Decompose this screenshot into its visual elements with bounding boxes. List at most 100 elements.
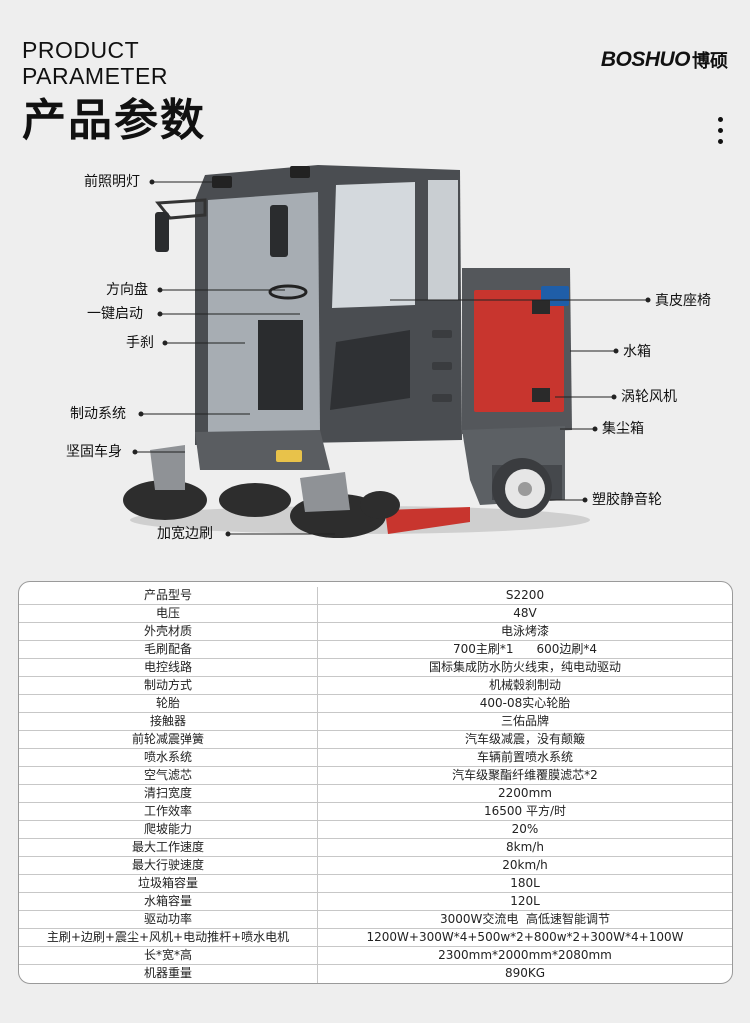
spec-name: 电控线路 <box>19 659 318 676</box>
callout-steering-wheel: 方向盘 <box>106 282 148 298</box>
spec-value: 国标集成防水防火线束，纯电动驱动 <box>428 660 621 674</box>
callout-wide-side-brush: 加宽边刷 <box>157 526 213 542</box>
table-row: 清扫宽度 2200mm <box>19 785 732 803</box>
spec-name: 驱动功率 <box>19 911 318 928</box>
spec-value: 三佑品牌 <box>500 714 549 728</box>
brand-logo-latin: BOSHUO <box>600 48 691 71</box>
table-row: 轮胎 400-08实心轮胎 <box>19 695 732 713</box>
page-title: 产品参数 <box>22 95 206 146</box>
spec-name: 最大行驶速度 <box>19 857 318 874</box>
table-row: 工作效率 16500 平方/时 <box>19 803 732 821</box>
spec-name: 长*宽*高 <box>19 947 318 964</box>
table-row: 最大工作速度 8km/h <box>19 839 732 857</box>
spec-value: 20km/h <box>502 858 548 872</box>
spec-value: 汽车级聚酯纤维覆膜滤芯*2 <box>452 768 598 782</box>
callout-plastic-silent-wheel: 塑胶静音轮 <box>592 492 662 508</box>
spec-name: 垃圾箱容量 <box>19 875 318 892</box>
table-row: 接触器 三佑品牌 <box>19 713 732 731</box>
steering-wheel <box>268 284 308 300</box>
title-english-line2: PARAMETER <box>22 63 168 89</box>
spec-value: 48V <box>513 606 537 620</box>
brand-logo: BOSHUO 博硕 <box>601 47 728 73</box>
spec-name: 爬坡能力 <box>19 821 318 838</box>
spec-value: 120L <box>510 894 540 908</box>
spec-name: 主刷+边刷+震尘+风机+电动推杆+喷水电机 <box>19 929 318 946</box>
spec-value: 机械毂刹制动 <box>488 678 561 692</box>
side-window <box>428 180 458 300</box>
spec-name: 前轮减震弹簧 <box>19 731 318 748</box>
callout-water-tank: 水箱 <box>623 344 651 360</box>
spec-value: 1200W+300W*4+500w*2+800w*2+300W*4+100W <box>366 930 684 944</box>
spec-value: 2300mm*2000mm*2080mm <box>438 948 612 962</box>
spec-value: S2200 <box>505 588 545 602</box>
spec-name: 电压 <box>19 605 318 622</box>
title-english-line1: PRODUCT <box>22 37 140 63</box>
spec-value: 16500 平方/时 <box>483 804 567 818</box>
table-row: 电控线路 国标集成防水防火线束，纯电动驱动 <box>19 659 732 677</box>
table-row: 前轮减震弹簧 汽车级减震，没有颠簸 <box>19 731 732 749</box>
sweeper-illustration <box>123 165 651 538</box>
spec-name: 外壳材质 <box>19 623 318 640</box>
table-row: 水箱容量 120L <box>19 893 732 911</box>
spec-name: 最大工作速度 <box>19 839 318 856</box>
table-row: 外壳材质 电泳烤漆 <box>19 623 732 641</box>
more-menu-icon[interactable] <box>716 117 726 147</box>
callout-leather-seat: 真皮座椅 <box>655 293 711 309</box>
side-brush-left <box>123 480 207 520</box>
door-window <box>332 182 415 308</box>
table-row: 毛刷配备 700主刷*1 600边刷*4 <box>19 641 732 659</box>
spec-value: 2200mm <box>498 786 552 800</box>
callout-one-key-start: 一键启动 <box>87 306 143 322</box>
spec-value: 700主刷*1 600边刷*4 <box>453 642 597 656</box>
table-row: 爬坡能力 20% <box>19 821 732 839</box>
callout-turbo-fan: 涡轮风机 <box>621 389 677 405</box>
spec-value: 400-08实心轮胎 <box>479 696 571 710</box>
table-row: 喷水系统 车辆前置喷水系统 <box>19 749 732 767</box>
front-bumper <box>195 430 330 470</box>
callout-headlight: 前照明灯 <box>84 174 140 190</box>
front-light <box>276 450 302 462</box>
table-row: 机器重量 890KG <box>19 965 732 983</box>
spec-name: 毛刷配备 <box>19 641 318 658</box>
spec-name: 工作效率 <box>19 803 318 820</box>
callout-dust-box: 集尘箱 <box>602 421 644 437</box>
spec-name: 喷水系统 <box>19 749 318 766</box>
left-mirror <box>155 212 169 252</box>
spec-value: 车辆前置喷水系统 <box>476 750 573 764</box>
table-row: 主刷+边刷+震尘+风机+电动推杆+喷水电机 1200W+300W*4+500w*2… <box>19 929 732 947</box>
seat <box>258 320 303 410</box>
table-row: 电压 48V <box>19 605 732 623</box>
callout-lines <box>132 179 651 537</box>
table-row: 垃圾箱容量 180L <box>19 875 732 893</box>
right-mirror <box>270 205 288 257</box>
callout-handbrake: 手刹 <box>126 335 154 351</box>
spec-value: 3000W交流电 高低速智能调节 <box>439 912 611 926</box>
red-panel <box>474 290 564 412</box>
spec-name: 机器重量 <box>19 965 318 983</box>
callout-brake-system: 制动系统 <box>70 406 126 422</box>
spec-value: 汽车级减震，没有颠簸 <box>464 732 585 746</box>
spec-value: 20% <box>511 822 539 836</box>
spec-value: 8km/h <box>506 840 544 854</box>
spec-name: 空气滤芯 <box>19 767 318 784</box>
table-row: 长*宽*高 2300mm*2000mm*2080mm <box>19 947 732 965</box>
spec-table: 产品型号 S2200 电压 48V 外壳材质 电泳烤漆 毛刷配备 700主刷*1 600… <box>18 581 733 984</box>
spec-value: 180L <box>510 876 540 890</box>
spec-value: 电泳烤漆 <box>500 624 549 638</box>
spec-name: 制动方式 <box>19 677 318 694</box>
table-row: 制动方式 机械毂刹制动 <box>19 677 732 695</box>
callout-sturdy-body: 坚固车身 <box>66 444 122 460</box>
red-deck <box>385 507 470 534</box>
lower-door-window <box>330 330 410 410</box>
table-row: 驱动功率 3000W交流电 高低速智能调节 <box>19 911 732 929</box>
brand-logo-chinese: 博硕 <box>692 51 728 72</box>
spec-name: 轮胎 <box>19 695 318 712</box>
table-row: 最大行驶速度 20km/h <box>19 857 732 875</box>
table-row: 空气滤芯 汽车级聚酯纤维覆膜滤芯*2 <box>19 767 732 785</box>
table-row: 产品型号 S2200 <box>19 587 732 605</box>
spec-name: 水箱容量 <box>19 893 318 910</box>
spec-name: 产品型号 <box>19 587 318 604</box>
spec-value: 890KG <box>504 966 546 980</box>
spec-name: 清扫宽度 <box>19 785 318 802</box>
spec-name: 接触器 <box>19 713 318 730</box>
